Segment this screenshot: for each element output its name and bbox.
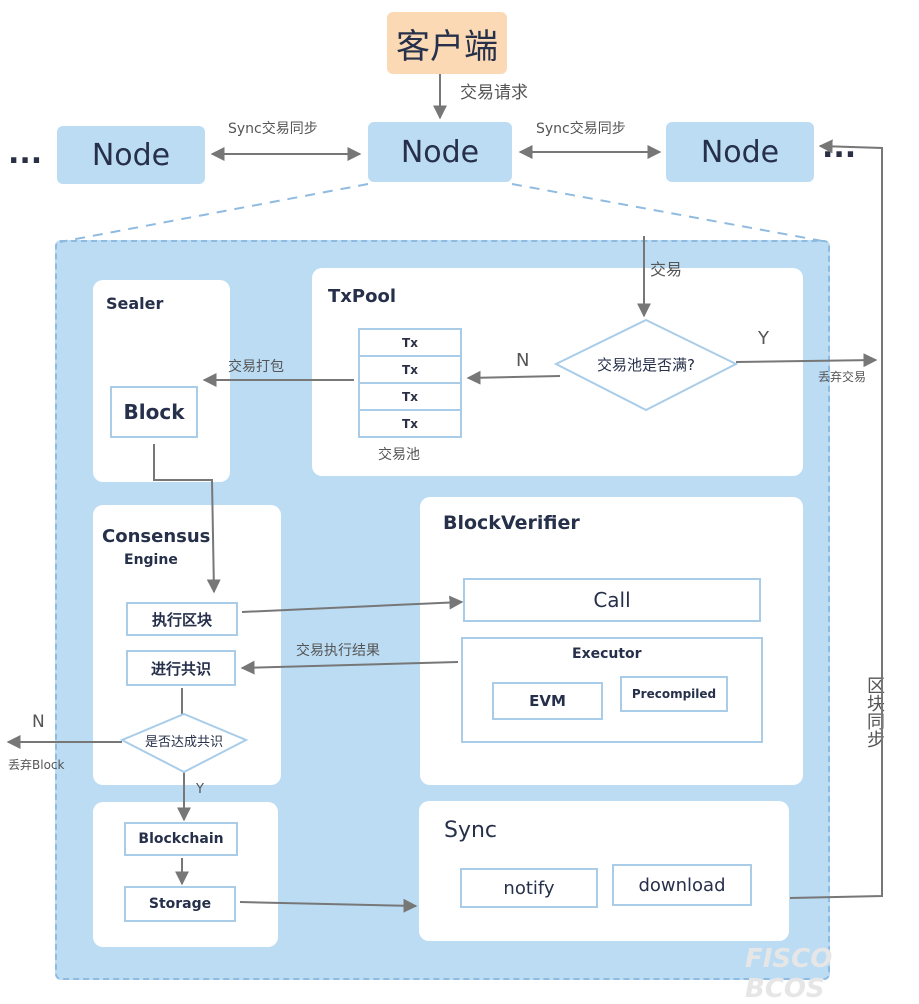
call-label: Call xyxy=(593,588,631,612)
watermark: FISCO BCOS xyxy=(745,944,833,1004)
block-box: Block xyxy=(110,386,198,438)
execute-block-label: 执行区块 xyxy=(151,610,212,629)
consensus-step-box: 进行共识 xyxy=(126,650,236,686)
ellipsis-left: ... xyxy=(8,136,43,171)
arrow-storage-sync xyxy=(239,898,418,913)
consensus-decision-diamond xyxy=(119,712,249,774)
consensus-no-label: N xyxy=(32,712,45,732)
block-label: Block xyxy=(123,400,185,424)
consensus-decision-text: 是否达成共识 xyxy=(145,735,223,750)
precompiled-box: Precompiled xyxy=(620,676,728,712)
arrow-result xyxy=(240,660,459,675)
arrow-pool-yes xyxy=(735,353,878,368)
txpool-title: TxPool xyxy=(328,286,396,307)
exec-result-label: 交易执行结果 xyxy=(296,643,380,659)
evm-label: EVM xyxy=(529,692,566,710)
node-left: Node xyxy=(57,126,205,184)
precompiled-label: Precompiled xyxy=(631,687,717,701)
sync-title: Sync xyxy=(444,818,498,843)
tx-entry: Tx xyxy=(360,357,460,384)
evm-box: EVM xyxy=(492,682,603,720)
txpool-decision-diamond xyxy=(553,318,739,412)
arrow-pool-no xyxy=(466,370,561,385)
node-center-label: Node xyxy=(400,134,480,170)
sync-label-left: Sync交易同步 xyxy=(228,121,318,137)
arrow-execute-call xyxy=(241,595,464,613)
node-right-label: Node xyxy=(700,134,780,170)
arrow-block-execute xyxy=(153,444,221,594)
discard-tx-label: 丢弃交易 xyxy=(818,370,867,384)
consensus-title-1: Consensus xyxy=(102,526,211,547)
download-box: download xyxy=(612,864,752,906)
blockverifier-title: BlockVerifier xyxy=(443,512,580,534)
blockchain-box: Blockchain xyxy=(124,822,238,856)
txpool-caption: 交易池 xyxy=(378,447,420,463)
client-label: 客户端 xyxy=(396,26,498,67)
node-center: Node xyxy=(368,122,512,182)
tx-in-label: 交易 xyxy=(650,260,683,279)
notify-label: notify xyxy=(503,877,555,899)
arrow-block-sync xyxy=(789,139,883,899)
execute-block-box: 执行区块 xyxy=(126,602,238,636)
node-right: Node xyxy=(666,122,814,182)
download-label: download xyxy=(638,874,726,896)
request-label: 交易请求 xyxy=(460,83,528,103)
executor-title: Executor xyxy=(572,646,642,662)
tx-entry: Tx xyxy=(402,416,418,431)
consensus-yes-label: Y xyxy=(196,782,204,797)
node-left-label: Node xyxy=(91,137,171,173)
zoom-line-right xyxy=(511,183,829,243)
blockchain-label: Blockchain xyxy=(138,831,224,847)
pack-label: 交易打包 xyxy=(228,359,284,375)
consensus-title-2: Engine xyxy=(124,552,178,568)
txpool-yes-label: Y xyxy=(758,328,769,349)
notify-box: notify xyxy=(460,868,598,908)
tx-entry: Tx xyxy=(360,330,460,357)
txpool-decision-text: 交易池是否满? xyxy=(597,356,695,374)
tx-entry: Tx xyxy=(360,384,460,411)
client-box: 客户端 xyxy=(387,12,507,74)
sync-label-right: Sync交易同步 xyxy=(536,121,626,137)
call-box: Call xyxy=(463,578,761,622)
consensus-step-label: 进行共识 xyxy=(150,659,211,678)
tx-stack: Tx Tx Tx Tx xyxy=(358,328,462,438)
zoom-line-left xyxy=(59,183,369,243)
sealer-title: Sealer xyxy=(106,294,164,313)
discard-block-label: 丢弃Block xyxy=(8,758,65,772)
block-sync-label: 区块同步 xyxy=(864,676,885,748)
storage-label: Storage xyxy=(148,896,212,912)
txpool-no-label: N xyxy=(516,350,530,371)
storage-box: Storage xyxy=(124,886,236,922)
